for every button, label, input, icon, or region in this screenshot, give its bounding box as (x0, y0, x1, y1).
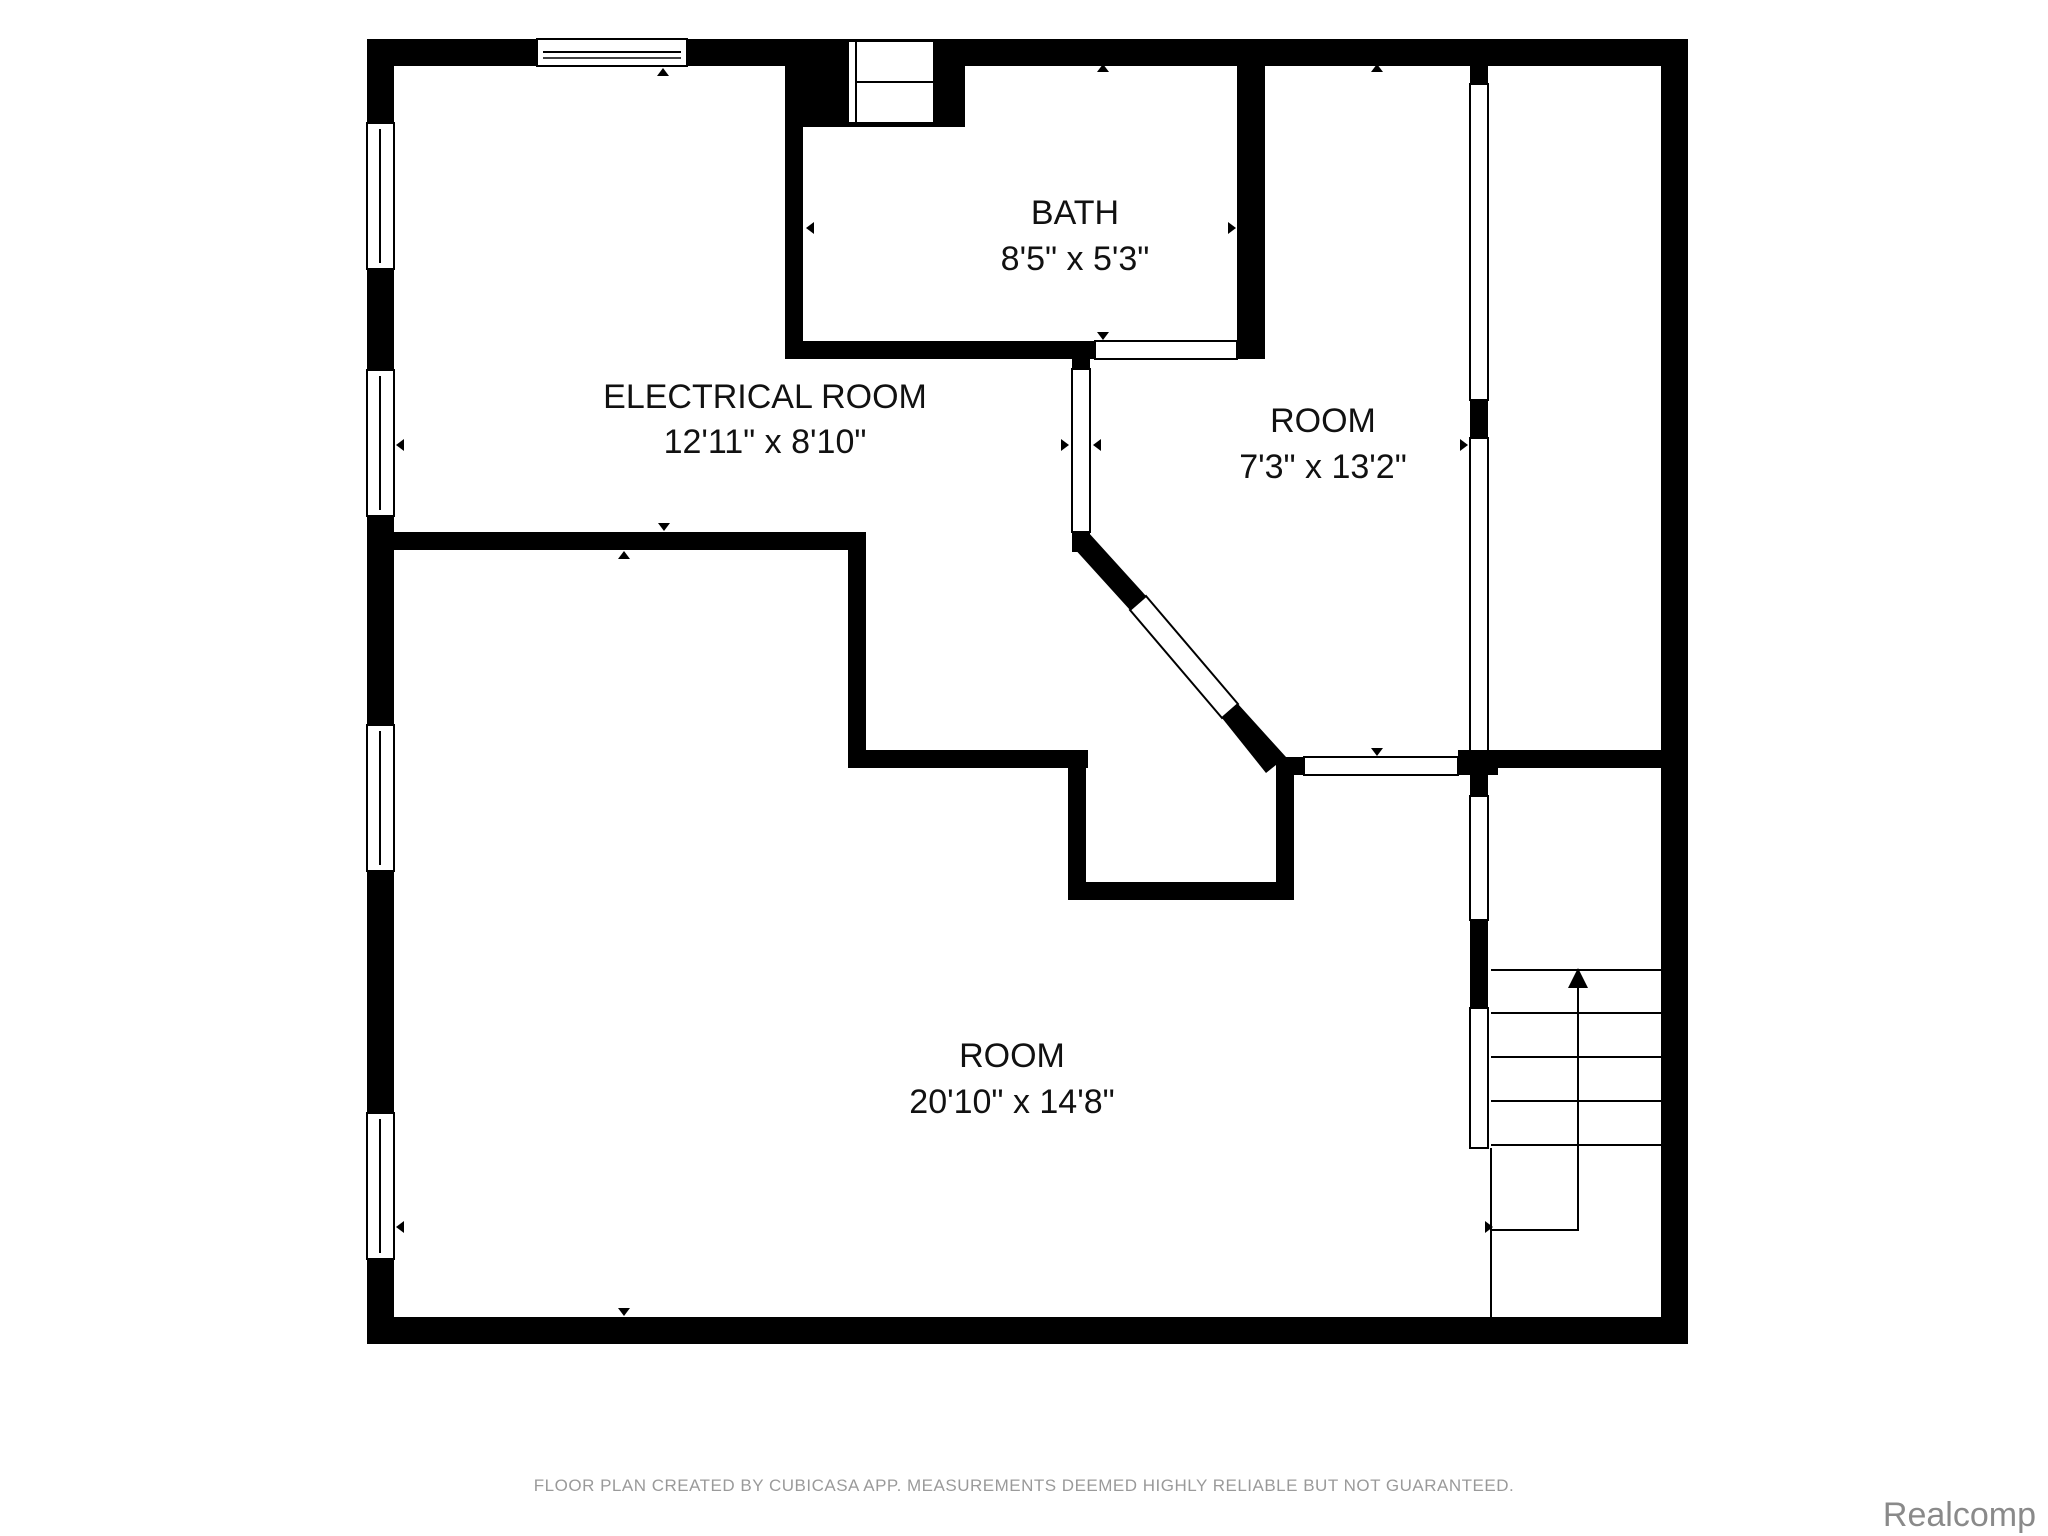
bath-walls (785, 39, 1265, 360)
room-large-name: ROOM (959, 1037, 1065, 1075)
stairs-arrow-icon (1568, 968, 1588, 988)
room-bath-name: BATH (1031, 194, 1119, 232)
dimension-markers (396, 64, 1493, 1316)
stairs (1491, 969, 1661, 1231)
window-left-1 (366, 122, 395, 270)
chimney-column (785, 39, 965, 127)
window-left-2 (366, 369, 395, 517)
footer-disclaimer: FLOOR PLAN CREATED BY CUBICASA APP. MEAS… (534, 1476, 1514, 1495)
windows (366, 38, 688, 1260)
room-large-dims: 20'10" x 14'8" (909, 1083, 1114, 1121)
interior-walls (394, 60, 1661, 1317)
room-large: ROOM 20'10" x 14'8" (909, 1037, 1114, 1121)
room-bath-dims: 8'5" x 5'3" (1001, 240, 1150, 278)
room-electrical-name: ELECTRICAL ROOM (603, 378, 927, 416)
outer-walls (367, 39, 1688, 1344)
room-bath: BATH 8'5" x 5'3" (1001, 194, 1150, 278)
window-top (536, 38, 688, 67)
realcomp-watermark: Realcomp (1883, 1496, 2036, 1534)
room-electrical-dims: 12'11" x 8'10" (664, 423, 867, 461)
room-electrical: ELECTRICAL ROOM 12'11" x 8'10" (603, 378, 927, 461)
window-left-4 (366, 1112, 395, 1260)
room-small: ROOM 7'3" x 13'2" (1239, 402, 1407, 486)
room-small-dims: 7'3" x 13'2" (1239, 448, 1407, 486)
room-small-name: ROOM (1270, 402, 1376, 440)
window-left-3 (366, 724, 395, 872)
